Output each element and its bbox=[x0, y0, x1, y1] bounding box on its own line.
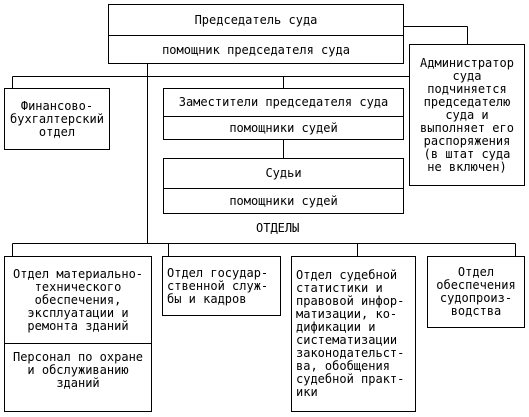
chairman-title: Председатель суда bbox=[194, 12, 318, 27]
chairman-assistant: помощник председателя суда bbox=[162, 42, 350, 57]
statistics-dept-box: Отдел судебной статистики и правовой инф… bbox=[291, 256, 416, 412]
deputies-divider bbox=[164, 116, 403, 117]
chairman-divider bbox=[109, 35, 403, 36]
material-dept-text: Отдел материально- технического обеспече… bbox=[12, 266, 144, 333]
deputies-title: Заместители председателя суда bbox=[178, 95, 389, 109]
judges-divider bbox=[164, 188, 403, 189]
security-staff-text: Персонал по охране и обслуживанию зданий bbox=[12, 349, 144, 390]
finance-dept-box: Финансово- бухгалтерский отдел bbox=[4, 88, 110, 150]
departments-label: ОТДЕЛЫ bbox=[256, 221, 300, 235]
chairman-box: Председатель суда помощник председателя … bbox=[108, 4, 404, 64]
deputies-box: Заместители председателя суда помощники … bbox=[163, 88, 404, 140]
judges-title: Судьи bbox=[265, 166, 302, 180]
civil-service-dept-box: Отдел государ- ственной служ- бы и кадро… bbox=[162, 256, 281, 316]
finance-dept-text: Финансово- бухгалтерский отдел bbox=[10, 98, 104, 139]
judges-box: Судьи помощники судей bbox=[163, 158, 404, 214]
material-dept-divider bbox=[5, 343, 151, 344]
provision-dept-text: Отдел обеспечения судопроиз- водства bbox=[436, 265, 516, 318]
civil-service-dept-text: Отдел государ- ственной служ- бы и кадро… bbox=[167, 265, 269, 306]
judges-assistants: помощники судей bbox=[229, 194, 338, 208]
material-dept-box: Отдел материально- технического обеспече… bbox=[4, 256, 152, 412]
deputies-assistants: помощники судей bbox=[229, 121, 338, 135]
provision-dept-box: Отдел обеспечения судопроиз- водства bbox=[427, 256, 525, 328]
statistics-dept-text: Отдел судебной статистики и правовой инф… bbox=[296, 268, 405, 399]
administrator-box: Администратор суда подчиняется председат… bbox=[409, 44, 525, 186]
administrator-text: Администратор суда подчиняется председат… bbox=[420, 55, 514, 174]
